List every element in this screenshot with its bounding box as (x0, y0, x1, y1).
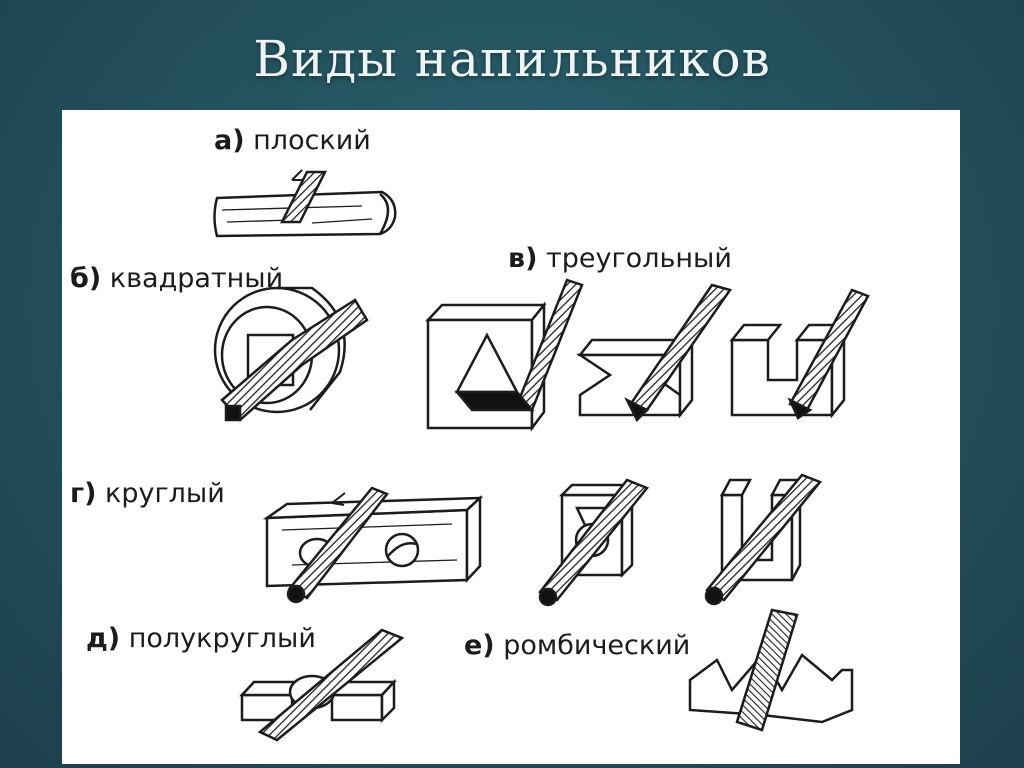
label-round-letter: г) (70, 478, 97, 509)
label-half-round: д) полукруглый (86, 623, 316, 654)
label-square: б) квадратный (70, 263, 283, 294)
label-round-text: круглый (105, 478, 225, 509)
label-rhombic-text: ромбический (503, 630, 691, 661)
half-round-file-figure (239, 628, 405, 742)
label-square-text: квадратный (109, 263, 284, 294)
diagram-panel: а) плоский б) квадратный в) треугольный … (62, 110, 960, 764)
label-flat-text: плоский (253, 125, 371, 156)
label-triangular-text: треугольный (546, 243, 732, 274)
label-half-round-letter: д) (86, 623, 121, 654)
label-rhombic-letter: е) (464, 630, 495, 661)
file-types-illustration (213, 169, 870, 742)
label-triangular-letter: в) (508, 243, 538, 274)
label-flat: а) плоский (214, 125, 371, 156)
rhombic-file-figure (688, 608, 854, 732)
label-square-letter: б) (70, 263, 102, 294)
triangular-file-figure (425, 278, 870, 432)
label-round: г) круглый (70, 478, 225, 509)
round-file-figure (262, 473, 823, 607)
label-flat-letter: а) (214, 125, 245, 156)
square-file-figure (213, 286, 369, 422)
slide-title: Виды напильников (253, 30, 771, 88)
label-rhombic: е) ромбический (464, 630, 690, 661)
flat-file-figure (213, 169, 397, 238)
label-half-round-text: полукруглый (128, 623, 316, 654)
label-triangular: в) треугольный (508, 243, 732, 274)
